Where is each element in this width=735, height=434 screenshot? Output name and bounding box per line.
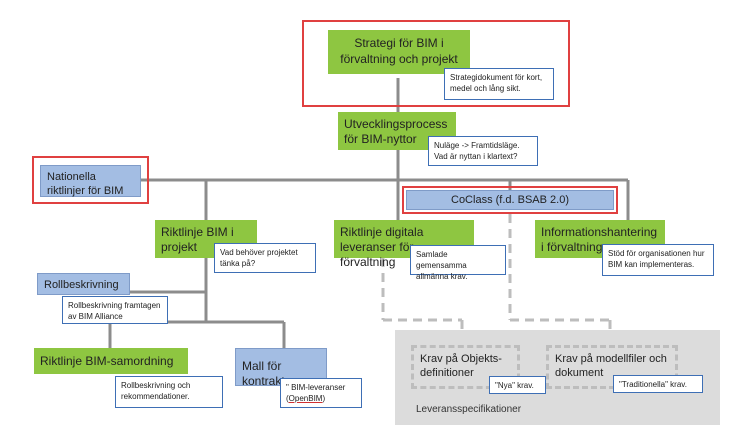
informations-note: Stöd för organisationen hur BIM kan impl… bbox=[602, 244, 714, 276]
mall-label: Mall för kontrakt bbox=[242, 359, 285, 388]
rollbeskrivning-note-text: Rollbeskrivning framtagen av BIM Allianc… bbox=[68, 301, 161, 321]
utveckling-note: Nuläge -> Framtidsläge. Vad är nyttan i … bbox=[428, 136, 538, 166]
coclass-node[interactable]: CoClass (f.d. BSAB 2.0) bbox=[406, 190, 614, 210]
nationella-highlight-frame bbox=[32, 156, 149, 204]
digitala-note: Samlade gemensamma allmänna krav. bbox=[410, 245, 506, 281]
projekt-note: Vad behöver projektet tänka på? bbox=[214, 243, 316, 273]
krav-modell-label: Krav på modellfiler och dokument bbox=[555, 353, 667, 379]
riktlinje-digitala-label: Riktlinje digitala leveranser för förval… bbox=[340, 225, 424, 269]
krav-objekt-label: Krav på Objekts-definitioner bbox=[420, 353, 502, 379]
utveckling-node[interactable]: Utvecklingsprocess för BIM-nyttor bbox=[338, 112, 456, 150]
informations-note-text: Stöd för organisationen hur BIM kan impl… bbox=[608, 249, 705, 269]
digitala-note-text: Samlade gemensamma allmänna krav. bbox=[416, 250, 468, 281]
strategi-note: Strategidokument för kort, medel och lån… bbox=[444, 68, 554, 100]
mall-note-pre: " BIM-leveranser ( bbox=[286, 383, 346, 403]
samordning-label: Riktlinje BIM-samordning bbox=[40, 354, 174, 368]
openbim-link[interactable]: OpenBIM bbox=[288, 394, 323, 403]
strategi-highlight-frame bbox=[302, 20, 570, 107]
nya-note: "Nya" krav. bbox=[489, 376, 546, 394]
traditionella-note: "Traditionella" krav. bbox=[613, 375, 703, 393]
leverans-label: Leveransspecifikationer bbox=[416, 404, 522, 415]
strategi-label: Strategi för BIM i förvaltning och proje… bbox=[340, 36, 458, 66]
coclass-highlight-frame bbox=[402, 186, 618, 214]
strategi-note-text: Strategidokument för kort, medel och lån… bbox=[450, 73, 543, 93]
nationella-label: Nationella riktlinjer för BIM bbox=[47, 171, 124, 197]
traditionella-note-text: "Traditionella" krav. bbox=[619, 380, 687, 389]
utveckling-note-text: Nuläge -> Framtidsläge. Vad är nyttan i … bbox=[434, 141, 520, 161]
mall-note: " BIM-leveranser (OpenBIM) bbox=[280, 378, 362, 408]
riktlinje-projekt-label: Riktlinje BIM i projekt bbox=[161, 225, 234, 254]
samordning-note-text: Rollbeskrivning och rekommendationer. bbox=[121, 381, 191, 401]
rollbeskrivning-node[interactable]: Rollbeskrivning bbox=[37, 273, 130, 295]
rollbeskrivning-note: Rollbeskrivning framtagen av BIM Allianc… bbox=[62, 296, 168, 324]
informationshantering-label: Informationshantering i förvaltning bbox=[541, 225, 658, 254]
samordning-node[interactable]: Riktlinje BIM-samordning bbox=[34, 348, 188, 374]
nationella-node[interactable]: Nationella riktlinjer för BIM bbox=[40, 165, 141, 197]
projekt-note-text: Vad behöver projektet tänka på? bbox=[220, 248, 298, 268]
nya-note-text: "Nya" krav. bbox=[495, 381, 534, 390]
rollbeskrivning-label: Rollbeskrivning bbox=[44, 279, 119, 291]
krav-modell-node[interactable]: Krav på modellfiler och dokument bbox=[546, 345, 678, 389]
coclass-label: CoClass (f.d. BSAB 2.0) bbox=[451, 194, 569, 206]
utveckling-label: Utvecklingsprocess för BIM-nyttor bbox=[344, 117, 448, 146]
mall-note-post: ) bbox=[322, 394, 326, 403]
strategi-node[interactable]: Strategi för BIM i förvaltning och proje… bbox=[328, 30, 470, 74]
samordning-note: Rollbeskrivning och rekommendationer. bbox=[115, 376, 223, 408]
